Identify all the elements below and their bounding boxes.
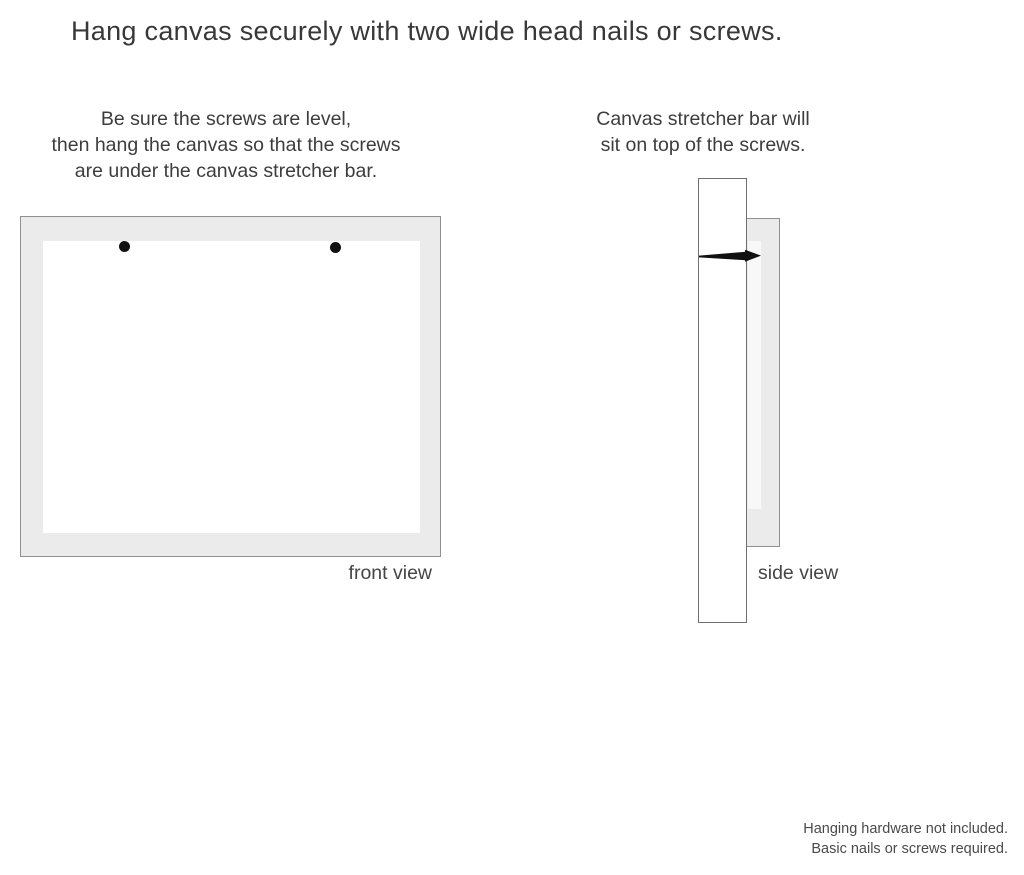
stretcher-bar [698, 178, 747, 623]
front-view-label: front view [348, 562, 432, 584]
side-view-instruction-line: sit on top of the screws. [600, 134, 806, 156]
side-view-label: side view [758, 562, 839, 584]
canvas-side-edge [746, 218, 780, 547]
side-view-instruction-line: Canvas stretcher bar will [596, 108, 810, 130]
hardware-footnote-line: Hanging hardware not included. [803, 821, 1008, 837]
page-title: Hang canvas securely with two wide head … [71, 16, 783, 46]
nail-icon [699, 249, 761, 262]
front-view-diagram [20, 216, 441, 557]
hardware-footnote: Hanging hardware not included. Basic nai… [616, 820, 1008, 859]
nail-head-right-icon [330, 242, 341, 253]
side-view-instruction: Canvas stretcher bar will sit on top of … [553, 106, 853, 158]
hardware-footnote-line: Basic nails or screws required. [811, 840, 1008, 857]
canvas-front-face [43, 241, 420, 533]
nail-shaft [699, 251, 746, 261]
front-view-instruction-line: then hang the canvas so that the screws [51, 134, 401, 156]
front-view-instruction-line: are under the canvas stretcher bar. [74, 160, 378, 182]
nail-point [745, 249, 761, 262]
front-view-instruction-line: Be sure the screws are level, [100, 108, 352, 130]
nail-head-left-icon [119, 241, 130, 252]
front-view-instruction: Be sure the screws are level, then hang … [21, 106, 431, 184]
canvas-side-inner-face [748, 241, 761, 509]
